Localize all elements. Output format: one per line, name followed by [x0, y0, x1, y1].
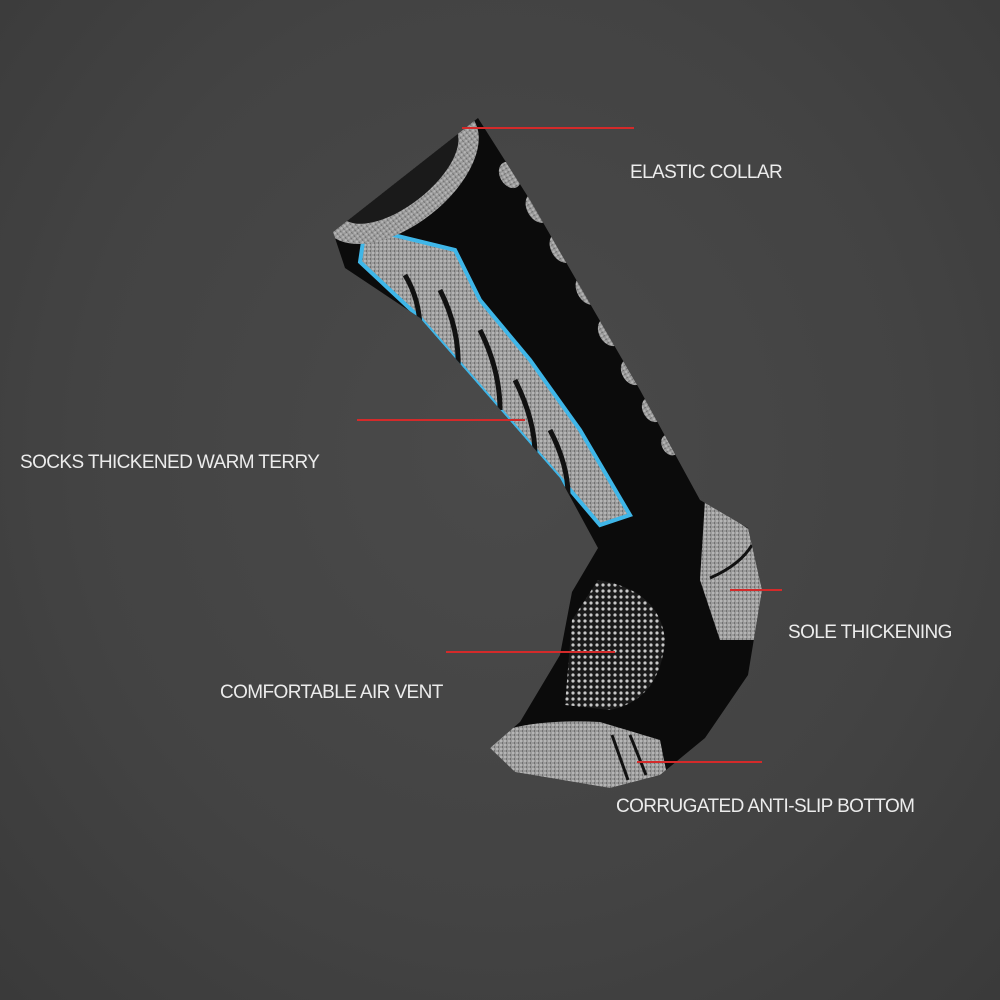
toe-patch [480, 721, 670, 788]
sole-callout-line [730, 589, 782, 591]
terry-callout-line [357, 419, 525, 421]
collar-callout-line [462, 127, 634, 129]
bottom-callout-line [637, 761, 762, 763]
heel-patch [700, 500, 762, 640]
label-air-vent: COMFORTABLE AIR VENT [220, 682, 443, 703]
air-vent-mesh [565, 580, 665, 710]
label-sole-thickening: SOLE THICKENING [788, 622, 952, 643]
vent-callout-line [446, 651, 615, 653]
label-anti-slip: CORRUGATED ANTI-SLIP BOTTOM [616, 796, 915, 817]
label-warm-terry: SOCKS THICKENED WARM TERRY [20, 452, 320, 473]
label-elastic-collar: ELASTIC COLLAR [630, 162, 783, 183]
